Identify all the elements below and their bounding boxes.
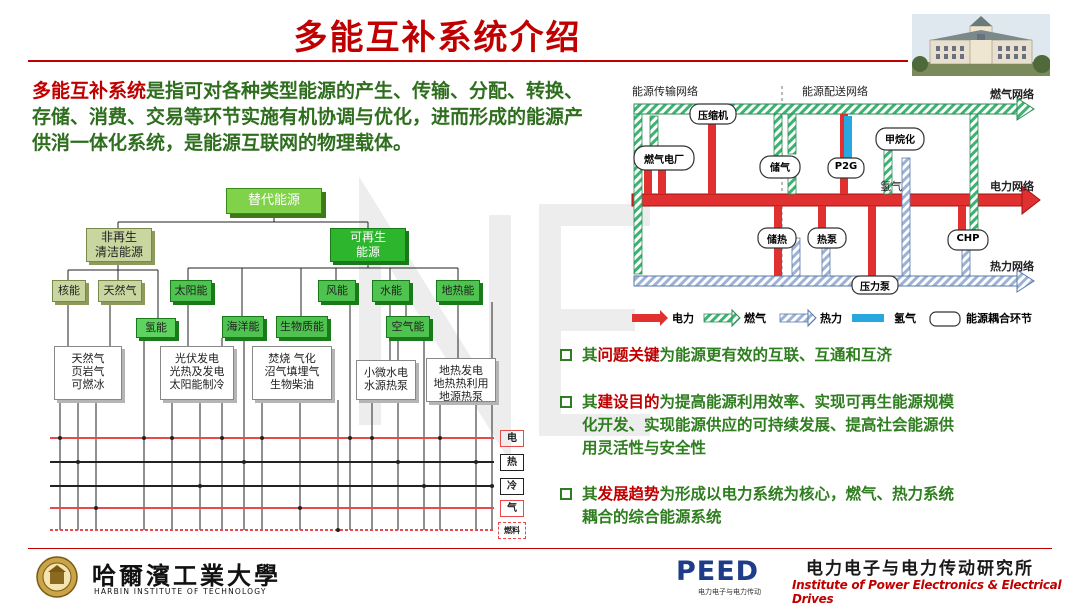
university-name-cn: 哈爾濱工業大學 [92, 561, 281, 590]
nonrenewable-box: 非再生 清洁能源 [86, 228, 152, 262]
legend-heat: 热力 [820, 312, 842, 325]
title-divider [28, 60, 908, 62]
energy-network-diagram [631, 86, 1041, 328]
legend-hydrogen: 氢气 [894, 312, 916, 325]
hydrogen-box: 氢能 [136, 318, 176, 338]
geothermal-box: 地热能 [436, 280, 480, 302]
institute-name-en: Institute of Power Electronics & Electri… [792, 578, 1062, 606]
bullet-body-line2: 耦合的综合能源系统 [582, 508, 722, 526]
footer-divider [28, 548, 1052, 549]
bullet-body-line2: 化开发、实现能源供应的可持续发展、提高社会能源供 [582, 416, 955, 434]
hydro-box: 水能 [372, 280, 410, 302]
leaf-biomass: 焚烧 气化 沼气填埋气 生物柴油 [252, 346, 332, 400]
leaf-text: 水源热泵 [364, 379, 408, 392]
legend-coupling: 能源耦合环节 [966, 312, 1032, 325]
node-methanation: 甲烷化 [885, 135, 915, 146]
renewable-line2: 能源 [355, 245, 380, 259]
root-box: 替代能源 [226, 188, 322, 214]
air-energy-box: 空气能 [386, 316, 430, 338]
leaf-text: 焚烧 气化 [268, 352, 316, 365]
leaf-text: 太阳能制冷 [169, 378, 225, 391]
intro-body: 是指可对各种类型能源的产生、传输、分配、转换、存储、消费、交易等环节实施有机协调… [32, 80, 584, 154]
peed-subtitle: 电力电子与电力传动 [698, 588, 761, 596]
university-name-en: HARBIN INSTITUTE OF TECHNOLOGY [94, 587, 267, 596]
node-chp: CHP [956, 233, 980, 244]
bullet-body-line1: 为形成以电力系统为核心，燃气、热力系统 [659, 485, 955, 503]
bullet-highlight: 发展趋势 [597, 485, 660, 503]
bullet-text: 其建设目的为提高能源利用效率、实现可再生能源规模 化开发、实现能源供应的可持续发… [582, 391, 1060, 460]
bullet-highlight: 建设目的 [597, 393, 660, 411]
bullet-square-icon [560, 488, 572, 500]
leaf-text: 天然气 [71, 352, 105, 365]
biomass-box: 生物质能 [276, 316, 328, 338]
label-gas-network: 燃气网络 [990, 88, 1034, 101]
campus-building-image [912, 14, 1050, 76]
bullet-highlight: 问题关键 [597, 346, 660, 364]
leaf-solar: 光伏发电 光热及发电 太阳能制冷 [160, 346, 234, 400]
bullet-text: 其发展趋势为形成以电力系统为核心，燃气、热力系统 耦合的综合能源系统 [582, 483, 1060, 529]
bullet-square-icon [560, 396, 572, 408]
leaf-text: 页岩气 [71, 365, 105, 378]
leaf-text: 可燃冰 [71, 378, 105, 391]
label-heat-network: 热力网络 [990, 260, 1034, 273]
renewable-box: 可再生 能源 [330, 228, 406, 262]
output-heat: 热 [500, 454, 524, 471]
legend-power: 电力 [672, 312, 694, 325]
output-fuel: 燃料 [498, 522, 526, 539]
label-transmission: 能源传输网络 [632, 85, 698, 98]
natural-gas-box: 天然气 [98, 280, 142, 302]
intro-paragraph: 多能互补系统是指可对各种类型能源的产生、传输、分配、转换、存储、消费、交易等环节… [32, 78, 592, 156]
watermark-logo [359, 176, 650, 455]
leaf-text: 光伏发电 [175, 352, 219, 365]
node-pressure-pump: 压力泵 [860, 282, 890, 293]
output-electricity: 电 [500, 430, 524, 447]
leaf-hydro: 小微水电 水源热泵 [356, 360, 416, 400]
institute-name-cn: 电力电子与电力传动研究所 [806, 559, 1034, 579]
bullet-body-line1: 为提高能源利用效率、实现可再生能源规模 [659, 393, 955, 411]
peed-logo: PEED [676, 556, 760, 587]
label-hydrogen-flow: 氢气 [880, 180, 902, 193]
bullet-body-line3: 用灵活性与安全性 [582, 439, 707, 457]
nonrenewable-line2: 清洁能源 [94, 245, 143, 259]
node-gas-plant: 燃气电厂 [644, 155, 684, 166]
output-gas: 气 [500, 500, 524, 517]
nonrenewable-line1: 非再生 [100, 230, 137, 244]
node-p2g: P2G [834, 161, 858, 172]
bullet-body: 为能源更有效的互联、互通和互济 [659, 346, 893, 364]
leaf-text: 地热发电 [439, 364, 483, 377]
label-power-network: 电力网络 [990, 180, 1034, 193]
node-compressor: 压缩机 [698, 111, 728, 122]
node-heat-pump: 热泵 [817, 235, 837, 246]
leaf-natural-gas: 天然气 页岩气 可燃冰 [54, 346, 122, 400]
leaf-text: 地源热泵 [439, 390, 483, 403]
leaf-text: 生物柴油 [270, 378, 314, 391]
ocean-box: 海洋能 [222, 316, 264, 338]
bullet-prefix: 其 [582, 485, 598, 503]
renewable-line1: 可再生 [349, 230, 386, 244]
label-distribution: 能源配送网络 [802, 85, 868, 98]
bullet-prefix: 其 [582, 393, 598, 411]
university-emblem-icon [36, 556, 78, 598]
nuclear-box: 核能 [52, 280, 86, 302]
wind-box: 风能 [318, 280, 356, 302]
leaf-text: 沼气填埋气 [264, 365, 320, 378]
bullet-square-icon [560, 349, 572, 361]
leaf-geothermal: 地热发电 地热热利用 地源热泵 [426, 358, 496, 403]
leaf-text: 光热及发电 [169, 365, 225, 378]
legend-gas: 燃气 [744, 312, 766, 325]
node-heat-storage: 储热 [767, 235, 787, 246]
solar-box: 太阳能 [170, 280, 212, 302]
intro-highlight: 多能互补系统 [32, 80, 147, 102]
page-title: 多能互补系统介绍 [293, 18, 582, 58]
node-gas-storage: 储气 [770, 163, 790, 174]
leaf-text: 小微水电 [364, 366, 408, 379]
bullet-text: 其问题关键为能源更有效的互联、互通和互济 [582, 344, 892, 367]
leaf-text: 地热热利用 [433, 377, 489, 390]
output-cold: 冷 [500, 478, 524, 495]
bullet-prefix: 其 [582, 346, 598, 364]
